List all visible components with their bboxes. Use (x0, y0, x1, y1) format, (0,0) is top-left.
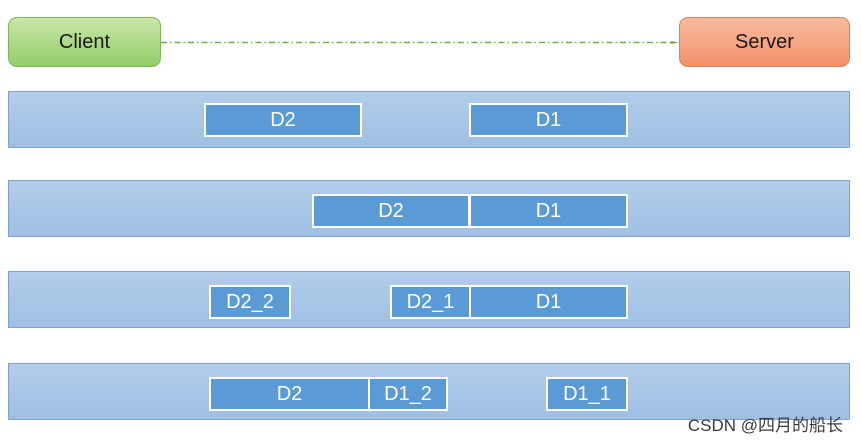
lane-3-packet-d2-2: D2_2 (209, 285, 291, 319)
packet-label: D1 (535, 108, 562, 131)
client-node: Client (8, 17, 161, 67)
lane-3-packet-d1: D1 (469, 285, 628, 319)
packet-label: D2 (270, 108, 296, 131)
lane-4-packet-d1-2: D1_2 (368, 377, 448, 411)
lane-2-packet-d1: D1 (469, 194, 628, 228)
lane-4-packet-d1-1: D1_1 (546, 377, 628, 411)
lane-3-packet-d2-1: D2_1 (390, 285, 471, 319)
lane-1-packet-d1: D1 (469, 103, 628, 137)
watermark: CSDN @四月的船长 (687, 416, 843, 435)
packet-label: D2_2 (226, 290, 274, 313)
server-node: Server (679, 17, 850, 67)
packet-label: D1 (535, 290, 562, 313)
packet-label: D1_2 (384, 382, 432, 405)
packet-label: D1_1 (563, 382, 611, 405)
lane-1-packet-d2: D2 (204, 103, 362, 137)
packet-label: D2 (276, 382, 303, 405)
packet-label: D2 (378, 199, 404, 222)
client-server-link (161, 41, 679, 44)
packet-label: D1 (535, 199, 562, 222)
server-label: Server (735, 30, 794, 53)
lane-1 (8, 91, 850, 148)
client-label: Client (58, 30, 111, 53)
packet-label: D2_1 (406, 290, 455, 313)
lane-2-packet-d2: D2 (312, 194, 470, 228)
lane-4-packet-d2: D2 (209, 377, 370, 411)
